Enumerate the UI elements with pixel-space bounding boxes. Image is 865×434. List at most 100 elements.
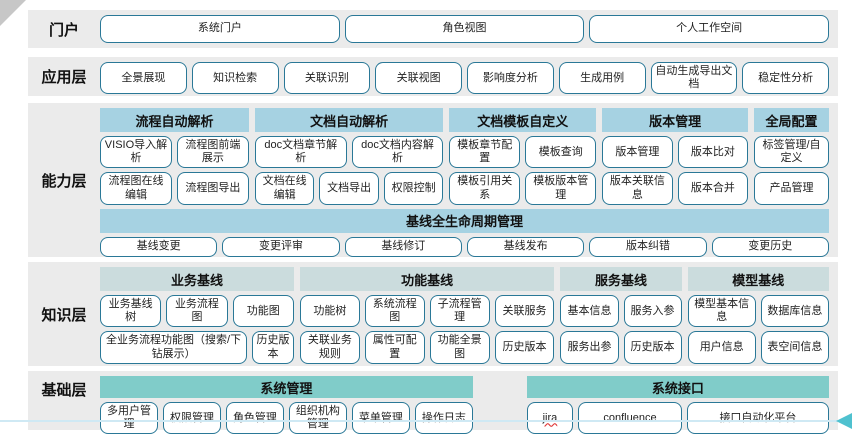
group-knowledge-0: 业务基线业务基线树业务流程图功能图全业务流程功能图（搜索/下钻展示）历史版本 bbox=[100, 267, 294, 364]
diagram-box: 关联服务 bbox=[494, 295, 555, 328]
diagram-box: 组织机构管理 bbox=[288, 402, 347, 434]
diagram-box: 服务出参 bbox=[560, 331, 619, 364]
diagram-box: 业务流程图 bbox=[166, 295, 228, 328]
layer-portal: 门户系统门户角色视图个人工作空间 bbox=[28, 10, 838, 48]
group-header: 业务基线 bbox=[100, 267, 294, 291]
box-row: 功能树系统流程图子流程管理关联服务 bbox=[299, 295, 555, 328]
layer-label: 知识层 bbox=[41, 306, 87, 324]
layer-content: 全景展现知识检索关联识别关联视图影响度分析生成用例自动生成导出文档稳定性分析 bbox=[100, 57, 838, 96]
group-header: 文档自动解析 bbox=[254, 108, 444, 132]
diagram-box: 业务基线树 bbox=[100, 295, 162, 328]
diagram-box: confluence bbox=[578, 402, 682, 434]
diagram-box: 服务入参 bbox=[623, 295, 682, 328]
group-header: 模型基线 bbox=[687, 267, 829, 291]
diagram-box: 菜单管理 bbox=[351, 402, 410, 434]
diagram-box: 子流程管理 bbox=[429, 295, 490, 328]
box-row: 业务基线树业务流程图功能图 bbox=[100, 295, 294, 328]
diagram-box: jira bbox=[526, 402, 574, 434]
diagram-box: 关联业务规则 bbox=[299, 331, 360, 364]
diagram-box: 版本比对 bbox=[677, 136, 749, 169]
diagram-box: 模板引用关系 bbox=[449, 172, 521, 205]
diagram-box: 个人工作空间 bbox=[589, 15, 830, 43]
diagram-box: doc文档内容解析 bbox=[351, 136, 444, 169]
diagram-box: 用户信息 bbox=[687, 331, 756, 364]
box-row: 基本信息服务入参 bbox=[560, 295, 682, 328]
diagram-box: 全景展现 bbox=[100, 62, 187, 95]
diagram-box: 流程图导出 bbox=[176, 172, 249, 205]
diagram-box: 权限控制 bbox=[383, 172, 444, 205]
diagram-box: 历史版本 bbox=[623, 331, 682, 364]
group-capability-2: 文档模板自定义模板章节配置模板查询模板引用关系模板版本管理 bbox=[449, 108, 597, 205]
span-group-header: 基线全生命周期管理 bbox=[100, 208, 829, 233]
box-row: 基线变更变更评审基线修订基线发布版本纠错变更历史 bbox=[100, 236, 829, 257]
box-row: 全业务流程功能图（搜索/下钻展示）历史版本 bbox=[100, 331, 294, 364]
group-header: 服务基线 bbox=[560, 267, 682, 291]
group-knowledge-2: 服务基线基本信息服务入参服务出参历史版本 bbox=[560, 267, 682, 364]
layer-label: 基础层 bbox=[41, 382, 87, 399]
box-row: 关联业务规则属性可配置功能全景图历史版本 bbox=[299, 331, 555, 364]
box-row: 文档在线编辑文档导出权限控制 bbox=[254, 172, 444, 205]
box-row: 系统门户角色视图个人工作空间 bbox=[100, 15, 830, 43]
diagram-box: 文档在线编辑 bbox=[254, 172, 315, 205]
diagram-box: 关联识别 bbox=[283, 62, 371, 95]
page-corner-decoration bbox=[0, 0, 26, 26]
diagram-box: 数据库信息 bbox=[760, 295, 829, 328]
diagram-box: VISIO导入解析 bbox=[100, 136, 172, 169]
diagram-box: 全业务流程功能图（搜索/下钻展示） bbox=[100, 331, 248, 364]
box-row: 版本管理版本比对 bbox=[602, 136, 749, 169]
group-header: 流程自动解析 bbox=[100, 108, 249, 132]
diagram-box: doc文档章节解析 bbox=[254, 136, 347, 169]
group-knowledge-3: 模型基线模型基本信息数据库信息用户信息表空间信息 bbox=[687, 267, 829, 364]
group-header: 功能基线 bbox=[299, 267, 555, 291]
diagram-box: 多用户管理 bbox=[100, 402, 158, 434]
diagram-box: 功能全景图 bbox=[429, 331, 490, 364]
group-foundation-0: 系统管理多用户管理权限管理角色管理组织机构管理菜单管理操作日志 bbox=[100, 376, 473, 434]
group-header: 全局配置 bbox=[754, 108, 829, 132]
diagram-box: 版本关联信息 bbox=[602, 172, 673, 205]
diagram-box: 角色视图 bbox=[344, 15, 585, 43]
diagram-box: 功能图 bbox=[232, 295, 294, 328]
box-row: 版本关联信息版本合并 bbox=[602, 172, 749, 205]
diagram-box: 接口自动化平台 bbox=[686, 402, 829, 434]
diagram-box: 模板版本管理 bbox=[525, 172, 597, 205]
group-knowledge-1: 功能基线功能树系统流程图子流程管理关联服务关联业务规则属性可配置功能全景图历史版… bbox=[299, 267, 555, 364]
diagram-box: 知识检索 bbox=[191, 62, 279, 95]
box-row: 全景展现知识检索关联识别关联视图影响度分析生成用例自动生成导出文档稳定性分析 bbox=[100, 62, 829, 95]
diagram-box: 产品管理 bbox=[754, 172, 829, 205]
diagram-box: 历史版本 bbox=[252, 331, 294, 364]
diagram-box: 系统流程图 bbox=[364, 295, 425, 328]
diagram-box: 操作日志 bbox=[414, 402, 473, 434]
diagram-box: 属性可配置 bbox=[364, 331, 425, 364]
diagram-box: 稳定性分析 bbox=[742, 62, 829, 95]
diagram-box: 关联视图 bbox=[375, 62, 462, 95]
diagram-box: 系统门户 bbox=[100, 15, 340, 43]
diagram-box: 模板章节配置 bbox=[449, 136, 521, 169]
diagram-box: 基线发布 bbox=[466, 236, 585, 257]
diagram-box: 版本纠错 bbox=[589, 236, 707, 257]
box-row: 模板引用关系模板版本管理 bbox=[449, 172, 597, 205]
groups-row: 业务基线业务基线树业务流程图功能图全业务流程功能图（搜索/下钻展示）历史版本功能… bbox=[100, 267, 829, 364]
box-row: 产品管理 bbox=[754, 172, 829, 205]
group-header: 系统接口 bbox=[526, 376, 829, 398]
layer-knowledge: 知识层业务基线业务基线树业务流程图功能图全业务流程功能图（搜索/下钻展示）历史版… bbox=[28, 262, 838, 366]
box-row: 模型基本信息数据库信息 bbox=[687, 295, 829, 328]
diagram-box: 基线变更 bbox=[100, 236, 218, 257]
box-row: 模板章节配置模板查询 bbox=[449, 136, 597, 169]
diagram-box: 标签管理/自定义 bbox=[754, 136, 829, 169]
group-header: 文档模板自定义 bbox=[449, 108, 597, 132]
group-header: 系统管理 bbox=[100, 376, 473, 398]
layer-application: 应用层全景展现知识检索关联识别关联视图影响度分析生成用例自动生成导出文档稳定性分… bbox=[28, 57, 838, 96]
group-capability-3: 版本管理版本管理版本比对版本关联信息版本合并 bbox=[602, 108, 749, 205]
bottom-rule-line bbox=[0, 420, 842, 422]
diagram-box: 角色管理 bbox=[225, 402, 284, 434]
left-arrow-icon bbox=[836, 413, 852, 429]
diagram-box: 基线修订 bbox=[344, 236, 462, 257]
